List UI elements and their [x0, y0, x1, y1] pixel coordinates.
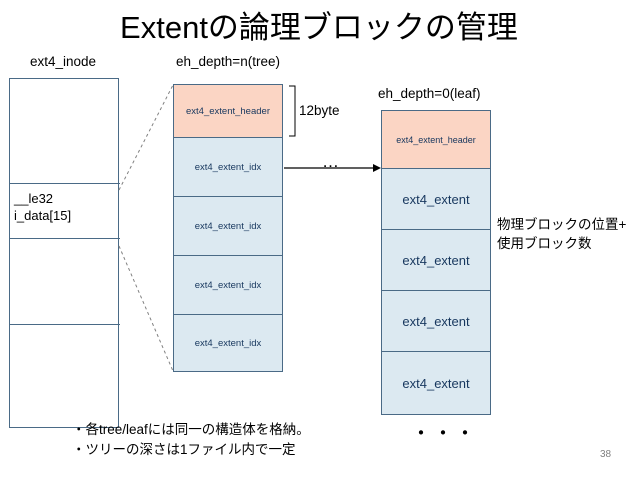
- leaf-node-box: ext4_extent_header ext4_extent ext4_exte…: [381, 110, 491, 415]
- leaf-cell-extent-2: ext4_extent: [382, 230, 490, 290]
- caption-tree-depth: eh_depth=n(tree): [176, 54, 280, 69]
- leaf-divider-3: [382, 290, 490, 291]
- dashed-connector-top: [118, 84, 174, 191]
- tree-node-box: ext4_extent_header ext4_extent_idx ext4_…: [173, 84, 283, 372]
- bracket-12byte: [289, 85, 296, 137]
- inode-divider-1: [10, 183, 120, 184]
- tree-divider-1: [174, 137, 282, 138]
- leaf-cell-extent-1: ext4_extent: [382, 169, 490, 229]
- note-physical-block: 物理ブロックの位置+ 使用ブロック数: [497, 217, 627, 251]
- caption-ext4-inode: ext4_inode: [30, 54, 97, 69]
- note-bottom-bullets: ・各tree/leafには同一の構造体を格納。 ・ツリーの深さは1ファイル内で一…: [72, 422, 310, 457]
- leaf-cell-extent-header: ext4_extent_header: [382, 111, 490, 168]
- leaf-cell-extent-4: ext4_extent: [382, 352, 490, 414]
- page-title: Extentの論理ブロックの管理: [120, 10, 518, 45]
- tree-divider-3: [174, 255, 282, 256]
- tree-cell-extent-idx-1: ext4_extent_idx: [174, 138, 282, 196]
- ext4-inode-box: [9, 78, 120, 428]
- leaf-divider-2: [382, 229, 490, 230]
- tree-cell-extent-idx-2: ext4_extent_idx: [174, 197, 282, 255]
- tree-cell-extent-idx-4: ext4_extent_idx: [174, 315, 282, 371]
- dashed-connector-bottom: [118, 245, 174, 372]
- inode-divider-2: [10, 238, 120, 239]
- tree-cell-extent-idx-3: ext4_extent_idx: [174, 256, 282, 314]
- leaf-cell-extent-3: ext4_extent: [382, 291, 490, 351]
- label-12byte: 12byte: [299, 103, 340, 118]
- ellipsis-middle: …: [322, 152, 340, 171]
- leaf-divider-1: [382, 168, 490, 169]
- ellipsis-bottom: ・・・: [411, 423, 477, 445]
- inode-divider-3: [10, 324, 120, 325]
- tree-divider-2: [174, 196, 282, 197]
- tree-cell-extent-header: ext4_extent_header: [174, 85, 282, 137]
- leaf-divider-4: [382, 351, 490, 352]
- caption-leaf-depth: eh_depth=0(leaf): [378, 86, 481, 101]
- arrowhead-idx-to-leaf: [373, 164, 381, 172]
- tree-divider-4: [174, 314, 282, 315]
- inode-idata-label: __le32 i_data[15]: [14, 191, 72, 223]
- page-number: 38: [600, 449, 612, 460]
